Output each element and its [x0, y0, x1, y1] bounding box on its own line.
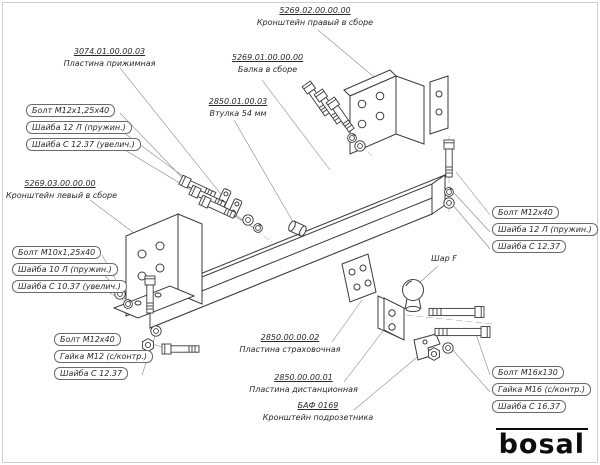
part-name: Пластина дистанционная: [249, 384, 358, 394]
label-bushing: 2850.01.00.03 Втулка 54 мм: [194, 96, 282, 119]
label-socket-bracket: БАФ 0169 Кронштейн подрозетника: [262, 400, 374, 423]
label-bracket-right: 5269.02.00.00.00 Кронштейн правый в сбор…: [250, 5, 380, 28]
label-beam: 5269.01.00.00.00 Балка в сборе: [220, 52, 315, 75]
fastener-line: Шайба С 16.37: [492, 400, 567, 413]
fastener-line: Гайка М16 (с/контр.): [492, 383, 592, 396]
fastener-line: Гайка М12 (с/контр.): [54, 350, 154, 363]
fastener-line: Болт М12х1,25х40: [26, 104, 116, 117]
part-number: 5269.03.00.00.00: [24, 179, 96, 188]
fastener-line: Шайба 12 Л (пружин.): [26, 121, 132, 134]
label-bracket-left: 5269.03.00.00.00 Кронштейн левый в сборе: [6, 178, 118, 201]
part-name: Пластина страховочная: [239, 344, 341, 354]
fastener-group-m12x40-left: Болт М12х40 Гайка М12 (с/контр.) Шайба С…: [54, 333, 154, 380]
fastener-line: Болт М12х40: [492, 206, 559, 219]
part-number: БАФ 0169: [297, 401, 339, 410]
label-safety-plate: 2850.00.00.02 Пластина страховочная: [236, 332, 344, 355]
fastener-group-m12x125x40: Болт М12х1,25х40 Шайба 12 Л (пружин.) Ша…: [26, 104, 141, 151]
fastener-line: Шайба С 10.37 (увелич.): [12, 280, 127, 293]
bosal-logo: bosal: [495, 428, 588, 460]
fastener-line: Шайба 10 Л (пружин.): [12, 263, 118, 276]
fastener-line: Болт М12х40: [54, 333, 121, 346]
part-number: 5269.02.00.00.00: [279, 6, 351, 15]
part-name: Кронштейн подрозетника: [262, 412, 374, 422]
fastener-line: Шайба С 12.37: [54, 367, 129, 380]
fastener-group-m12x40-right: Болт М12х40 Шайба 12 Л (пружин.) Шайба С…: [492, 206, 598, 253]
label-ball: Шар F: [424, 253, 464, 265]
fastener-line: Шайба С 12.37 (увелич.): [26, 138, 141, 151]
part-number: 2850.01.00.03: [208, 97, 268, 106]
fastener-line: Шайба 12 Л (пружин.): [492, 223, 598, 236]
part-name: Кронштейн правый в сборе: [256, 17, 374, 27]
part-name: Кронштейн левый в сборе: [6, 190, 118, 200]
label-pressure-plate: 3074.01.00.00.03 Пластина прижимная: [52, 46, 167, 69]
part-number: 5269.01.00.00.00: [231, 53, 304, 62]
label-spacer-plate: 2850.00.00.01 Пластина дистанционная: [246, 372, 361, 395]
fastener-line: Болт М16х130: [492, 366, 564, 379]
part-number: 2850.00.00.02: [260, 333, 320, 342]
fastener-group-m10x125x40: Болт М10х1,25х40 Шайба 10 Л (пружин.) Ша…: [12, 246, 127, 293]
part-name: Шар F: [431, 254, 457, 263]
fastener-group-m16x130: Болт М16х130 Гайка М16 (с/контр.) Шайба …: [492, 366, 592, 413]
part-name: Пластина прижимная: [63, 58, 156, 68]
part-name: Балка в сборе: [237, 64, 298, 74]
fastener-line: Шайба С 12.37: [492, 240, 567, 253]
part-number: 2850.00.00.01: [274, 373, 333, 382]
part-number: 3074.01.00.00.03: [73, 47, 146, 56]
part-name: Втулка 54 мм: [209, 108, 267, 118]
fastener-line: Болт М10х1,25х40: [12, 246, 102, 259]
